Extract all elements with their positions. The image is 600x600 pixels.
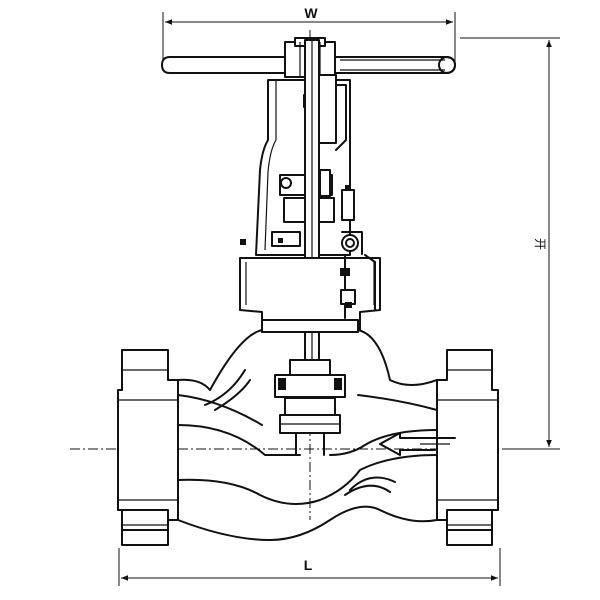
length-dimension: L <box>118 548 501 586</box>
bonnet <box>239 254 381 333</box>
length-label: L <box>304 557 313 573</box>
width-label: W <box>304 5 318 21</box>
width-dimension: W <box>162 5 456 62</box>
valve-body <box>117 329 499 546</box>
height-dimension: 开 <box>460 37 560 450</box>
yoke <box>240 74 363 256</box>
flow-direction-arrow <box>379 432 456 456</box>
height-label: 开 <box>533 238 547 250</box>
